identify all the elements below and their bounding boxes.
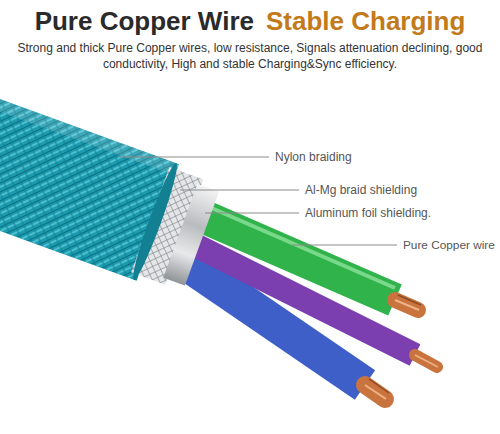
braid-shine (0, 86, 179, 175)
copper-strand (365, 385, 386, 399)
callout-label: Nylon braiding (274, 150, 353, 164)
callout-label: Al-Mg braid shielding (304, 183, 418, 197)
heading: Pure Copper Wire (35, 6, 254, 36)
heading-accent: Stable Charging (266, 6, 465, 36)
foil-shield (163, 184, 219, 286)
cable-body (0, 86, 223, 297)
copper-strand (395, 300, 419, 310)
green-wire (200, 215, 395, 300)
copper-core (365, 385, 385, 399)
copper-strand (369, 379, 389, 393)
callout-label: Aluminum foil shielding. (304, 206, 432, 220)
description: Strong and thick Pure Copper wires, low … (12, 40, 488, 72)
copper-strand (398, 295, 421, 305)
heading-row: Pure Copper Wire Stable Charging (0, 6, 500, 36)
leader-lines (120, 157, 397, 245)
copper-core (415, 355, 437, 367)
leader-line (205, 213, 299, 214)
leader-line (292, 245, 397, 246)
callout-label: Pure Copper wire (402, 238, 496, 252)
leader-line (120, 157, 269, 158)
copper-strand (415, 355, 438, 367)
leader-line (180, 190, 299, 191)
